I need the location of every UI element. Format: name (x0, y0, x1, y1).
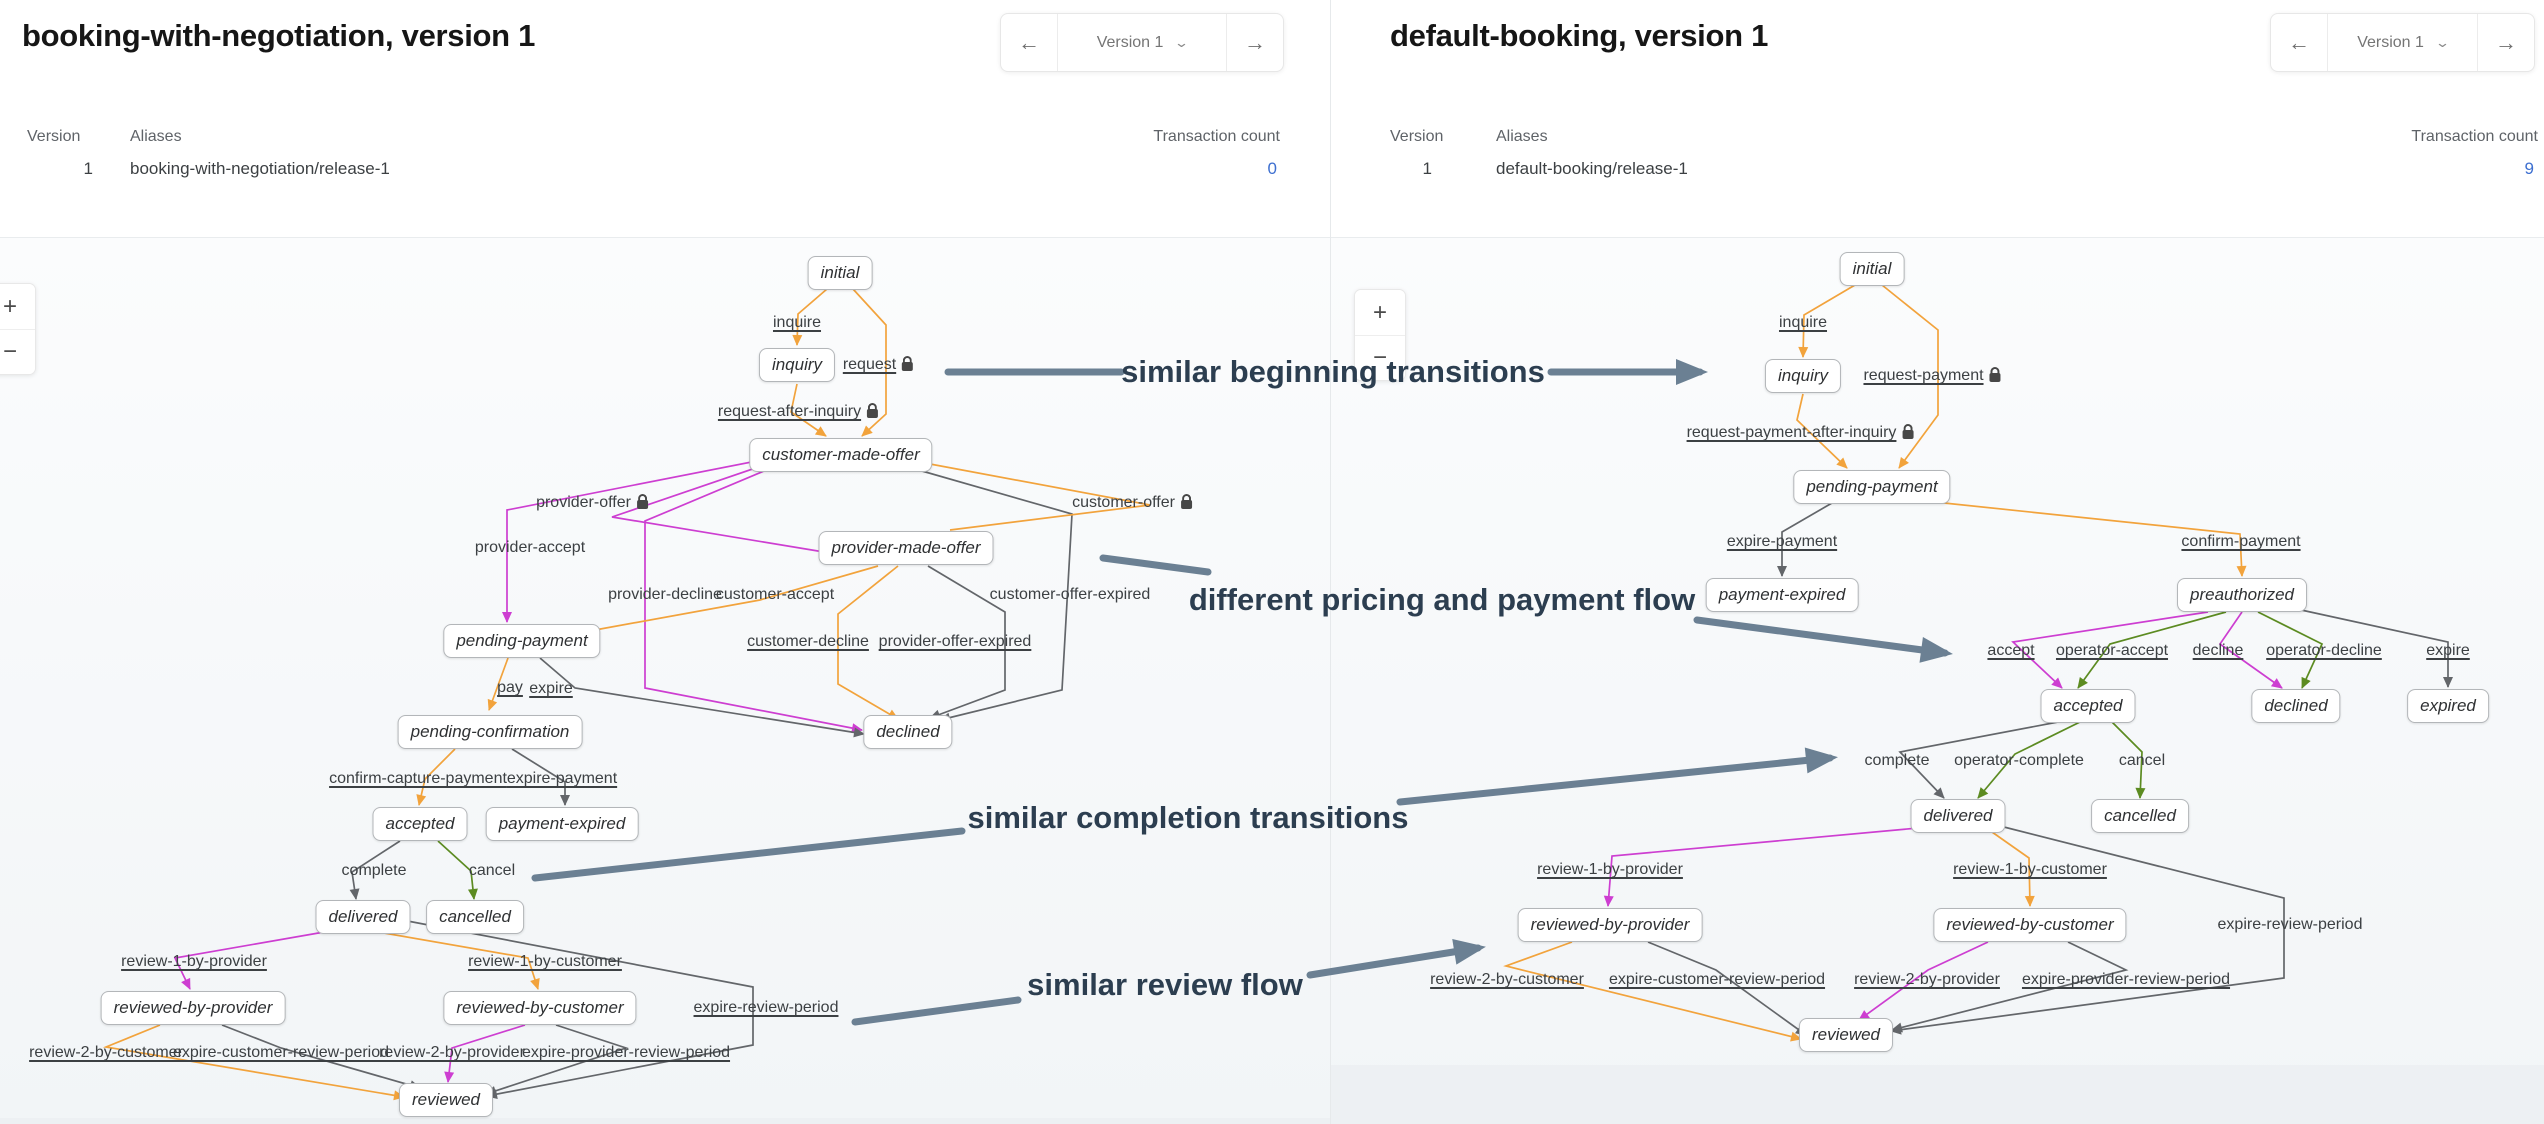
zoom-control: + − (0, 283, 36, 375)
alias-value: booking-with-negotiation/release-1 (130, 159, 390, 178)
chevron-down-icon: ⌄ (2434, 34, 2450, 50)
annotation-text: different pricing and payment flow (1188, 582, 1696, 617)
zoom-control: + − (1354, 289, 1406, 381)
column-header-aliases: Aliases (1496, 128, 1548, 145)
zoom-out-button[interactable]: − (0, 329, 35, 374)
column-header-version: Version (27, 128, 81, 145)
version-dropdown-label: Version 1 (1096, 33, 1164, 51)
version-nav: ← Version 1 ⌄ → (2270, 13, 2535, 72)
annotation-text: similar beginning transitions (1121, 354, 1545, 389)
prev-version-button[interactable]: ← (1001, 14, 1057, 71)
next-version-button[interactable]: → (2478, 14, 2534, 71)
zoom-in-button[interactable]: + (1355, 290, 1405, 335)
annotation-text: similar review flow (1027, 967, 1303, 1002)
chevron-down-icon: ⌄ (1174, 34, 1190, 50)
column-header-version: Version (1390, 128, 1444, 145)
prev-version-button[interactable]: ← (2271, 14, 2327, 71)
next-version-button[interactable]: → (1227, 14, 1283, 71)
left-panel-footer (0, 1118, 1330, 1124)
version-dropdown[interactable]: Version 1 ⌄ (2327, 14, 2478, 71)
right-panel-footer (1331, 1065, 2544, 1124)
version-value: 1 (1422, 159, 1432, 178)
page-title: default-booking, version 1 (1390, 18, 1769, 53)
version-dropdown[interactable]: Version 1 ⌄ (1057, 14, 1227, 71)
version-dropdown-label: Version 1 (2357, 33, 2424, 51)
annotation-text: similar completion transitions (967, 800, 1409, 835)
page-title: booking-with-negotiation, version 1 (22, 18, 536, 53)
transaction-count-link[interactable]: 0 (1267, 159, 1277, 178)
column-header-transaction-count: Transaction count (1153, 128, 1280, 145)
panel-divider (1330, 0, 1331, 1124)
version-nav: ← Version 1 ⌄ → (1000, 13, 1284, 72)
zoom-out-button[interactable]: − (1355, 335, 1405, 380)
column-header-transaction-count: Transaction count (2411, 128, 2538, 145)
alias-value: default-booking/release-1 (1496, 159, 1688, 178)
column-header-aliases: Aliases (130, 128, 182, 145)
version-value: 1 (83, 159, 93, 178)
zoom-in-button[interactable]: + (0, 284, 35, 329)
transaction-count-link[interactable]: 9 (2524, 159, 2534, 178)
